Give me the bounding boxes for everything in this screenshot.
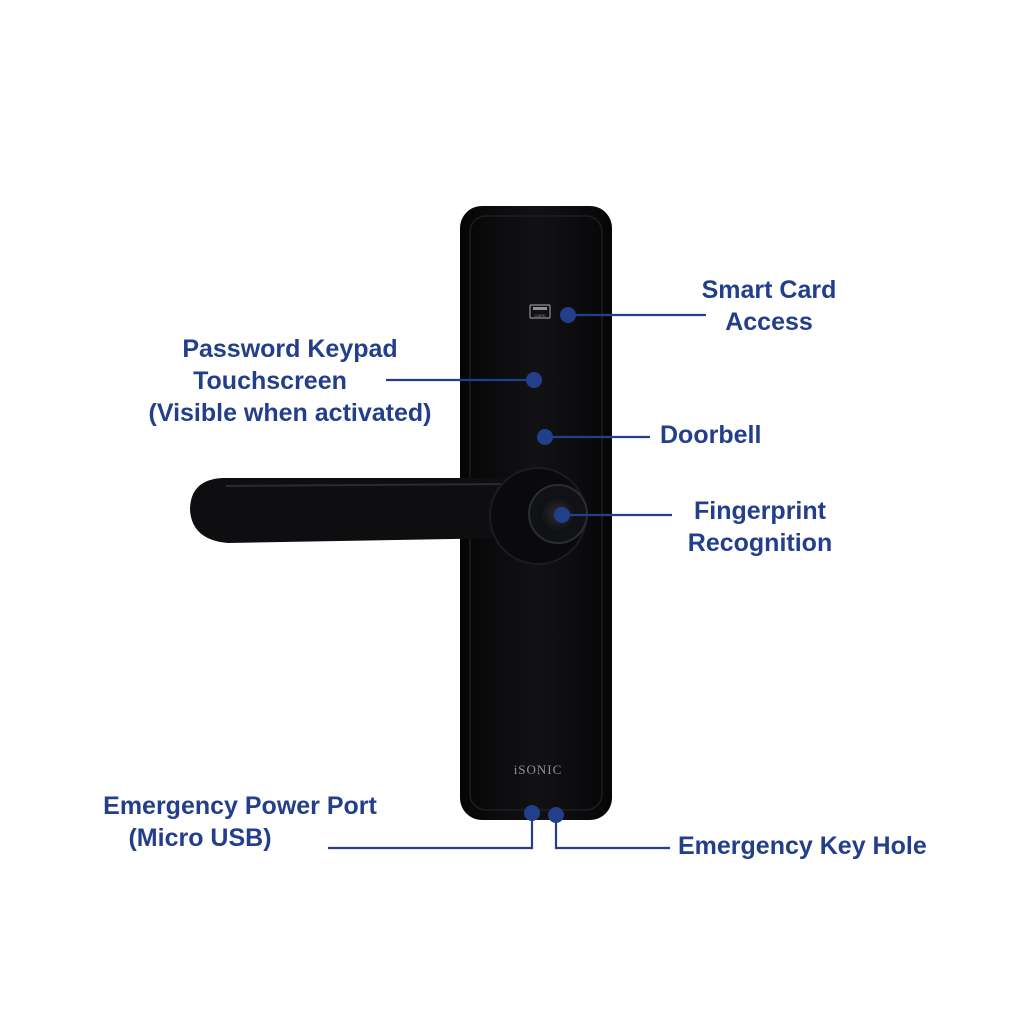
password-keypad-label: Password Keypad Touchscreen (Visible whe… xyxy=(120,333,460,429)
smart-card-label-line1: Smart Card xyxy=(701,276,837,304)
doorbell-label-line1: Doorbell xyxy=(660,421,762,449)
power-port-label-line1: Emergency Power Port xyxy=(103,792,377,820)
password-keypad-line2: Touchscreen xyxy=(193,367,347,395)
fingerprint-label-line2: Recognition xyxy=(687,529,833,557)
brand-logo: iSONIC xyxy=(514,762,563,777)
key-hole-leader xyxy=(554,815,670,850)
keypad-dot xyxy=(526,372,542,388)
power-port-leader xyxy=(328,813,534,850)
doorbell-label: Doorbell xyxy=(660,419,761,451)
handle xyxy=(190,467,587,565)
fingerprint-label-line1: Fingerprint xyxy=(694,497,826,525)
card-icon: CARD xyxy=(529,304,551,319)
fingerprint-dot xyxy=(554,507,570,523)
power-port-label: Emergency Power Port (Micro USB) xyxy=(80,790,400,854)
key-hole-label: Emergency Key Hole xyxy=(678,830,927,862)
power-port-dot xyxy=(524,805,540,821)
smart-card-label: Smart Card Access xyxy=(664,274,874,338)
key-hole-dot xyxy=(548,807,564,823)
password-keypad-line1: Password Keypad xyxy=(182,335,398,363)
card-icon-text: CARD xyxy=(534,313,545,318)
smart-card-dot xyxy=(560,307,576,323)
power-port-label-line2: (Micro USB) xyxy=(128,824,272,852)
smart-card-label-line2: Access xyxy=(725,308,813,336)
password-keypad-line3: (Visible when activated) xyxy=(148,399,432,427)
doorbell-dot xyxy=(537,429,553,445)
fingerprint-label: Fingerprint Recognition xyxy=(660,495,860,559)
key-hole-label-line1: Emergency Key Hole xyxy=(678,832,927,860)
